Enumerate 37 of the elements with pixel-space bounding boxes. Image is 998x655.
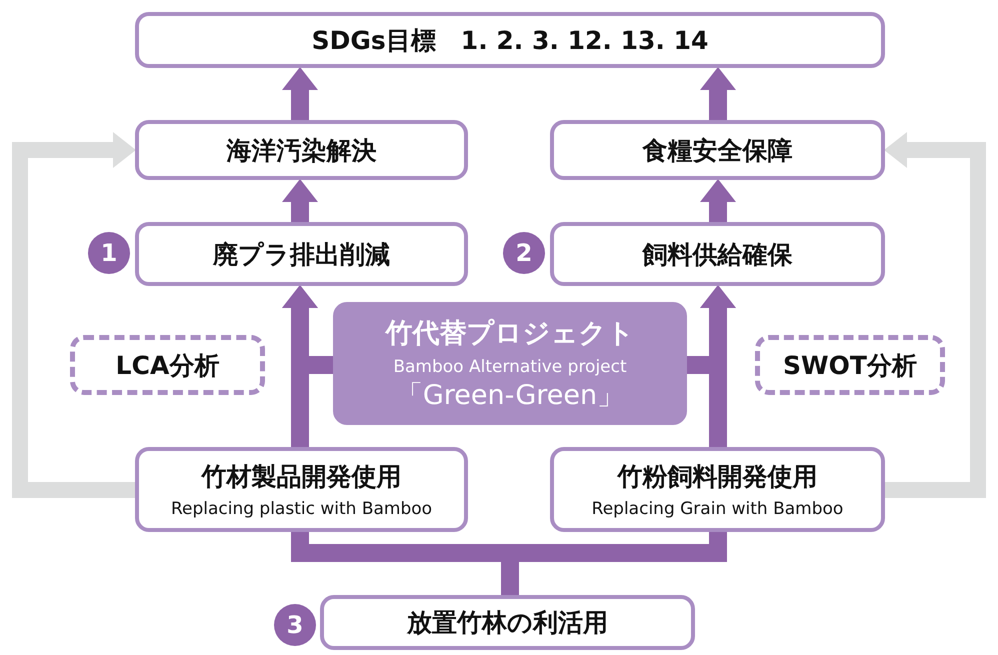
box-title: 飼料供給確保 [642,238,792,270]
arrow [700,67,736,120]
arrow [282,285,333,374]
process-box [320,595,695,650]
project-box [333,302,687,425]
box-title: SDGs目標 1. 2. 3. 12. 13. 14 [312,24,708,56]
arrow [282,179,318,222]
process-box [135,120,468,180]
process-box [135,12,885,68]
box-subtitle: Replacing Grain with Bamboo [592,499,844,519]
box-title: 竹材製品開発使用 [202,461,402,493]
box-title: 放置竹林の利活用 [407,607,608,639]
analysis-box [755,335,945,395]
box-title: LCA分析 [116,350,220,382]
box-subtitle: Replacing plastic with Bamboo [170,499,432,519]
arrow [12,132,136,498]
box-title: SWOT分析 [783,350,917,382]
process-box [550,447,885,532]
process-box [550,222,885,286]
process-box [550,120,885,180]
box-title: 食糧安全保障 [642,134,792,166]
callout-number: 2 [503,232,545,274]
arrow [687,285,736,374]
arrow [282,67,318,120]
box-title: 竹代替プロジェクト [386,316,634,350]
callout-number: 3 [274,604,316,646]
process-box [135,222,468,286]
arrow [700,179,736,222]
callout-number: 1 [88,232,130,274]
arrow [884,132,986,498]
box-title: 海洋汚染解決 [226,134,376,166]
process-box [135,447,468,532]
analysis-box [70,335,265,395]
box-subtitle: 「Green-Green」 [396,378,624,412]
box-subtitle: Bamboo Alternative project [393,356,627,376]
box-title: 竹粉飼料開発使用 [618,461,818,493]
box-title: 廃プラ排出削減 [213,238,390,270]
